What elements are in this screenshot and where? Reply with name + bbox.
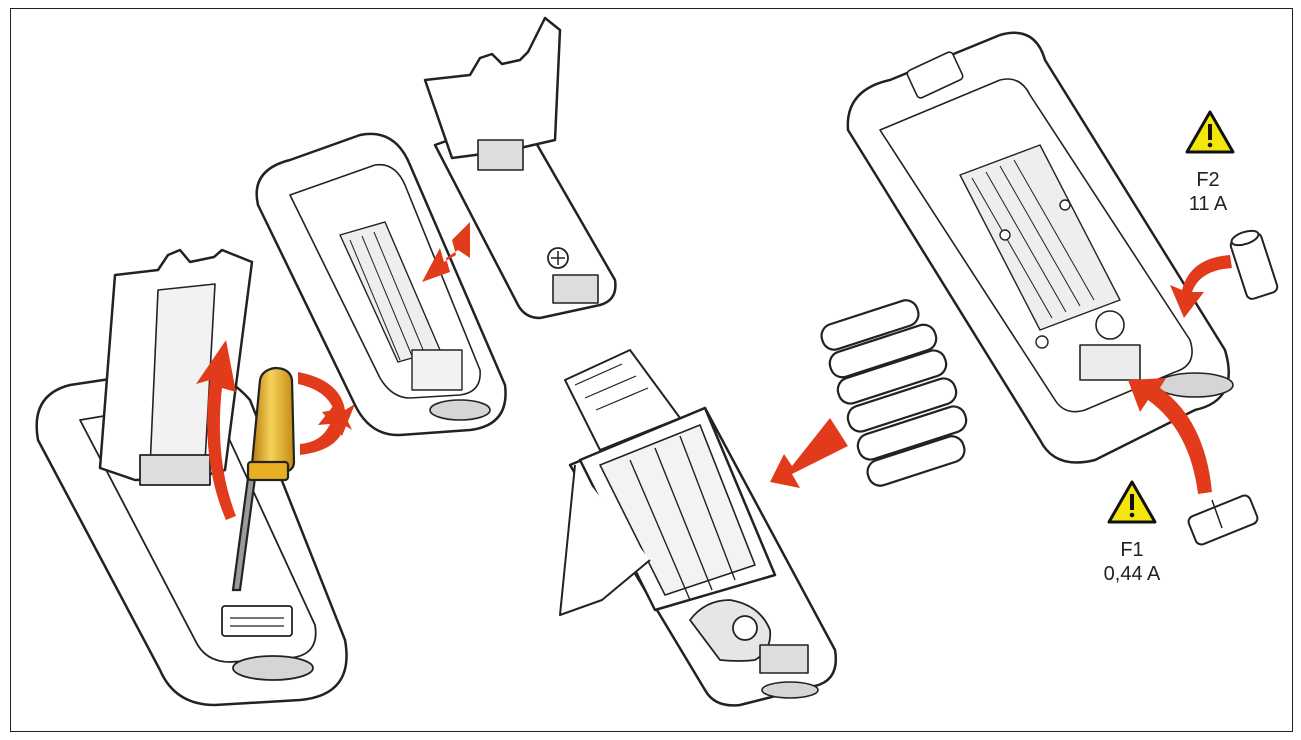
battery-4: [846, 377, 958, 433]
fuse-f2-label: F2 11 A: [1168, 168, 1248, 216]
battery-5: [856, 405, 968, 461]
fuse-f2: [1229, 229, 1279, 300]
rotate-arrow-icon: [298, 372, 355, 455]
insert-fuse-f1-arrow-icon: [1128, 378, 1212, 494]
warning-triangle-icon: [1185, 110, 1235, 154]
meter-right: [846, 31, 1234, 464]
battery-6: [866, 435, 966, 487]
battery-1: [820, 299, 920, 351]
fuse-f1-label: F1 0,44 A: [1082, 538, 1182, 586]
warning-triangle-icon: [1107, 480, 1157, 524]
meter-top-center: [255, 132, 507, 437]
battery-holder: [559, 349, 777, 616]
fuse-f1: [1187, 494, 1259, 546]
battery-2: [828, 323, 938, 379]
lift-stand-arrow-icon: [196, 340, 236, 520]
diagram-frame: [10, 8, 1293, 732]
battery-3: [836, 349, 948, 405]
insert-batteries-arrow-icon: [770, 418, 848, 488]
screwdriver: [231, 366, 296, 592]
batteries-set: [820, 299, 968, 487]
fuse-f2-rating: 11 A: [1188, 193, 1228, 215]
insert-fuse-f2-arrow-icon: [1170, 255, 1232, 318]
fuse-f1-rating: 0,44 A: [1103, 563, 1161, 585]
door-swap-arrow-icon: [422, 222, 470, 282]
fuse-f2-name: F2: [1196, 169, 1220, 191]
fuse-f1-name: F1: [1120, 539, 1144, 561]
tilt-stand-top: [423, 16, 562, 171]
